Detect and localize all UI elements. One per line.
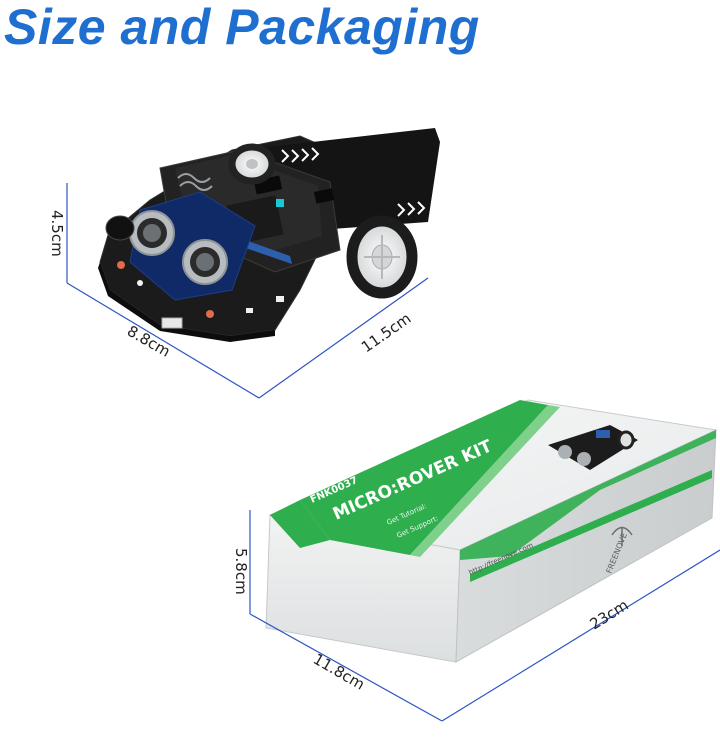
- robot-dimension-lines: [66, 183, 429, 399]
- box-rover-picture: [548, 425, 638, 470]
- page-title: Size and Packaging: [4, 0, 480, 55]
- robot-height-label: 4.5cm: [48, 210, 66, 257]
- box-height-label: 5.8cm: [232, 548, 250, 595]
- front-wheel: [346, 215, 418, 299]
- box-length-label: 23cm: [587, 596, 632, 633]
- robot-image: [98, 128, 440, 342]
- freenove-logo-icon: [611, 526, 633, 546]
- box-width-label: 11.8cm: [310, 650, 368, 694]
- ultrasonic-sensor: [129, 210, 228, 285]
- robot-length-label: 11.5cm: [358, 309, 414, 356]
- box-dimension-lines: [249, 510, 720, 722]
- package-box-image: [265, 399, 718, 663]
- rear-wheel: [228, 143, 276, 185]
